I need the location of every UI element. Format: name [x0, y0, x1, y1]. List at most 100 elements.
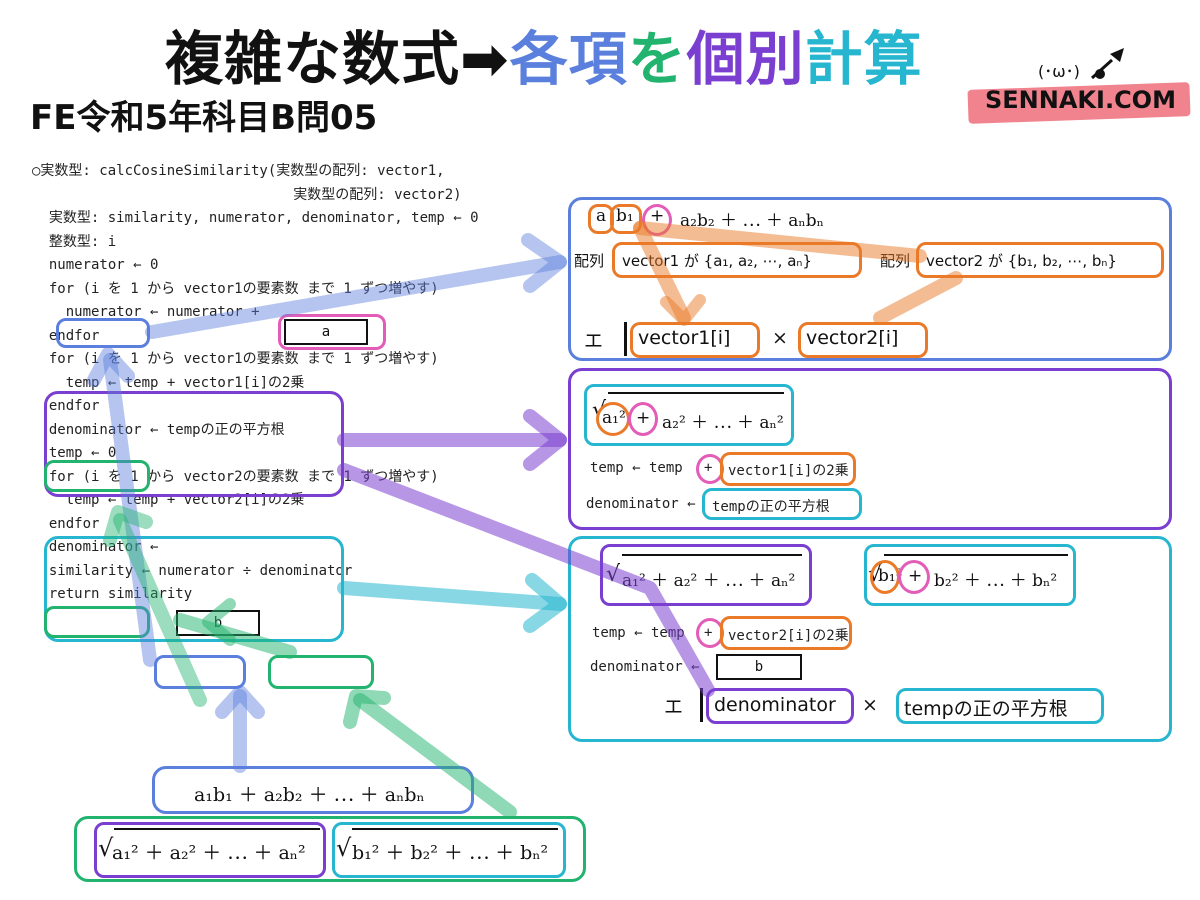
code-line: denominator ← — [32, 539, 159, 555]
choice-bar — [700, 688, 703, 722]
panel1-formula-rest: a₂b₂ ＋ ⋯ ＋ aₙbₙ — [680, 211, 824, 231]
panel1-a1: a — [596, 206, 607, 226]
highlight-similarity-denominator — [268, 655, 374, 689]
panel1-array-label-1: 配列 — [574, 252, 605, 270]
bottom-numerator-formula: a₁b₁ ＋ a₂b₂ ＋ ⋯ ＋ aₙbₙ — [194, 784, 425, 806]
panel3-temp-term: vector2[i]の2乗 — [728, 628, 849, 644]
loop1-panel — [568, 368, 1172, 530]
panel2-sqrt-box — [584, 384, 794, 446]
panel2-denom-prefix: denominator ← — [586, 496, 696, 512]
loop2-panel — [568, 536, 1172, 742]
panel3-choice-times: × — [862, 694, 878, 716]
ring-choice-sqrt — [896, 688, 1104, 724]
title-part-particle: を — [627, 25, 687, 93]
panel1-choice-v2: vector2[i] — [806, 327, 899, 349]
panel3-sqrt-a: a₁² ＋ a₂² ＋ ⋯ ＋ aₙ² — [622, 571, 796, 591]
highlight-similarity-numerator — [154, 655, 246, 689]
panel1-choice-v1: vector1[i] — [638, 327, 731, 349]
arrow-right-icon: ➡ — [460, 25, 510, 93]
panel2-denom-term: tempの正の平方根 — [712, 499, 830, 515]
panel3-denom-prefix: denominator ← — [590, 659, 700, 675]
panel3-choice-denominator: denominator — [714, 694, 836, 716]
panel3-choice-label: エ — [664, 696, 684, 718]
arrow-denom-to-loop1 — [113, 513, 207, 707]
arrow-loop2-to-panel3 — [337, 581, 567, 611]
code-line: 実数型: similarity, numerator, denominator,… — [32, 210, 479, 226]
ring-temp-term — [720, 452, 856, 486]
arrowhead — [343, 689, 391, 729]
arrow-loop1-to-panel3 — [337, 463, 715, 697]
bottom-sqrt-a: a₁² ＋ a₂² ＋ ⋯ ＋ aₙ² — [112, 842, 306, 864]
arrow-bottom-denominator-up — [353, 693, 517, 819]
sqrt-bar — [622, 554, 802, 556]
ring-choice-denominator — [706, 688, 854, 724]
code-line: similarity ← numerator ÷ denominator — [32, 562, 353, 579]
sqrt-sign-icon: √ — [336, 834, 352, 862]
ring-temp-term-3 — [720, 616, 852, 650]
title-part-individual: 個別 — [686, 25, 805, 93]
pseudo-code: ○実数型: calcCosineSimilarity(実数型の配列: vecto… — [32, 160, 479, 607]
ring-choice-v2 — [798, 322, 928, 358]
highlight-denominator-1 — [44, 460, 150, 492]
arrowhead — [87, 347, 135, 387]
numerator-panel — [568, 197, 1172, 361]
code-line: for (i を 1 から vector1の要素数 まで 1 ずつ増やす) — [32, 280, 439, 297]
choice-bar — [624, 322, 627, 356]
arrow-denom-to-line — [173, 613, 297, 659]
title-part-each-term: 各項 — [509, 25, 628, 93]
code-line: endfor — [32, 398, 100, 414]
arrowhead — [523, 409, 567, 471]
code-line: numerator ← 0 — [32, 257, 159, 273]
arrowhead — [660, 294, 706, 326]
arrowhead — [202, 598, 236, 646]
title-part-calculate: 計算 — [804, 25, 923, 93]
sqrt-bar — [114, 828, 320, 830]
sqrt-bar — [608, 392, 784, 394]
code-line: numerator ← numerator + — [32, 304, 260, 320]
code-line: 整数型: i — [32, 233, 117, 250]
sqrt-bar — [884, 554, 1068, 556]
panel3-choice-sqrt: tempの正の平方根 — [904, 698, 1068, 720]
code-line: endfor — [32, 515, 100, 532]
bottom-sqrt-a-box — [94, 822, 326, 878]
arrow-similarity-to-numerator — [103, 353, 157, 667]
arrow-numerator-to-panel1 — [145, 255, 567, 339]
code-line: temp ← temp + vector1[i]の2乗 — [32, 374, 305, 391]
ring-plus-2 — [628, 402, 658, 436]
panel2-temp-term: vector1[i]の2乗 — [728, 463, 849, 479]
blank-a: a — [284, 319, 368, 345]
arrowhead — [523, 573, 567, 633]
panel2-temp-prefix: temp ← temp — [590, 460, 683, 476]
arrowhead — [215, 685, 265, 719]
bottom-sqrt-b-box — [332, 822, 566, 878]
arrow-vector2def-to-choice — [873, 271, 963, 325]
panel2-sqrt-rest: a₂² ＋ ⋯ ＋ aₙ² — [662, 413, 784, 433]
page-subtitle: FE令和5年科目B問05 — [30, 98, 378, 138]
code-line: ○実数型: calcCosineSimilarity(実数型の配列: vecto… — [32, 163, 445, 179]
highlight-denominator-2 — [44, 606, 150, 638]
brush-icon — [1090, 48, 1124, 80]
code-line: denominator ← tempの正の平方根 — [32, 421, 285, 438]
ring-b1 — [610, 204, 642, 234]
panel3-sqrt-b-box — [864, 544, 1076, 606]
panel3-blank-b: b — [716, 654, 802, 680]
panel1-choice-label: エ — [584, 330, 604, 352]
bottom-sqrt-b: b₁² ＋ b₂² ＋ ⋯ ＋ bₙ² — [352, 842, 549, 864]
bottom-denominator-box — [74, 816, 586, 882]
code-line: 実数型の配列: vector2) — [32, 186, 462, 203]
panel1-vector2-def: vector2 が {b₁, b₂, ⋯, bₙ} — [926, 252, 1117, 270]
arrow-b-to-vector2def — [633, 221, 927, 263]
sqrt-bar — [352, 828, 558, 830]
page-title: 複雑な数式➡各項を個別計算 — [165, 12, 923, 96]
site-name: SENNAKI.COM — [985, 86, 1176, 114]
highlight-numerator — [56, 318, 150, 348]
panel1-b1: b₁ — [616, 206, 634, 226]
code-line: return similarity — [32, 586, 193, 602]
title-part-complex-formula: 複雑な数式 — [165, 25, 461, 93]
ring-choice-v1 — [630, 322, 760, 358]
panel3-temp-prefix: temp ← temp — [592, 625, 685, 641]
code-line: for (i を 1 から vector1の要素数 まで 1 ずつ増やす) — [32, 351, 439, 367]
mascot-face: (･ω･) — [1038, 62, 1080, 81]
ring-denom-term — [702, 488, 862, 520]
